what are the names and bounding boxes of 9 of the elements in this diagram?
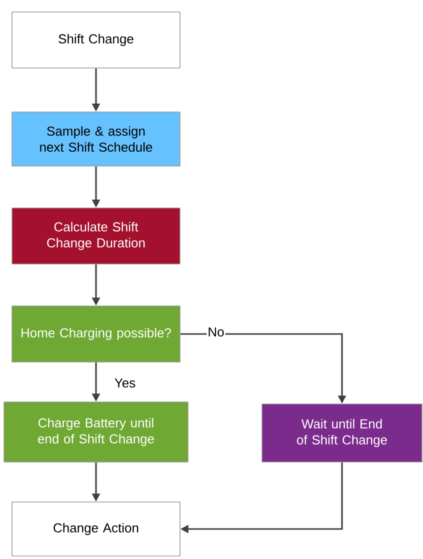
decision-box: Home Charging possible? <box>12 306 180 362</box>
process-box: Charge Battery until end of Shift Change <box>4 402 188 462</box>
terminal-box: Change Action <box>12 502 180 556</box>
process-box: Sample & assign next Shift Schedule <box>12 112 180 166</box>
edge-label: No <box>206 326 226 338</box>
process-box: Wait until End of Shift Change <box>262 404 422 462</box>
process-box: Calculate Shift Change Duration <box>12 208 180 264</box>
edge-label: Yes <box>113 377 137 389</box>
process-box: Shift Change <box>12 12 180 68</box>
